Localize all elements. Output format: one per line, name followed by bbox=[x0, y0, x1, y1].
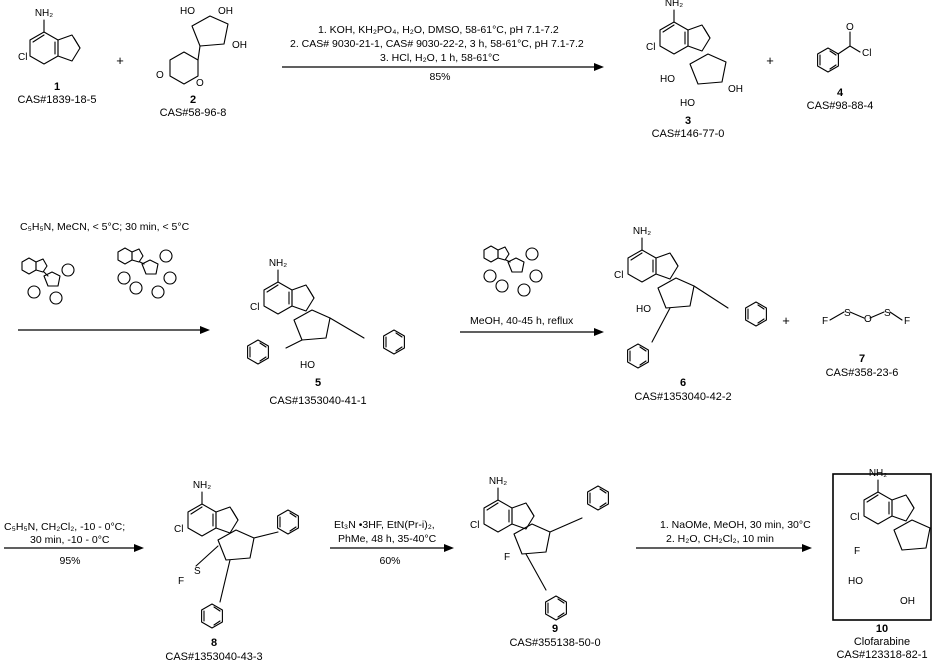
amine-label: NH₂ bbox=[35, 8, 53, 19]
step1-condition-2: 2. CAS# 9030-21-1, CAS# 9030-22-2, 3 h, … bbox=[290, 38, 584, 50]
compound-3-number: 3 bbox=[685, 115, 691, 127]
sulfur-label: S bbox=[194, 566, 201, 577]
compound-7-number: 7 bbox=[859, 353, 865, 365]
compound-2-cas: CAS#58-96-8 bbox=[160, 107, 227, 119]
oxygen-label: O bbox=[846, 22, 854, 33]
compound-8-number: 8 bbox=[211, 637, 217, 649]
oxygen-label: O bbox=[156, 70, 164, 81]
compound-6-cas: CAS#1353040-42-2 bbox=[634, 391, 731, 403]
step5-condition-2: PhMe, 48 h, 35-40°C bbox=[338, 533, 437, 545]
amine-label: NH₂ bbox=[193, 480, 211, 491]
arrow-head-3 bbox=[594, 328, 604, 336]
compound-7-structure: S S O F F bbox=[822, 308, 910, 327]
hydroxy-label: HO bbox=[680, 98, 695, 109]
chlorine-label: Cl bbox=[646, 42, 655, 53]
amine-label: NH₂ bbox=[665, 0, 683, 9]
compound-5-cas: CAS#1353040-41-1 bbox=[269, 395, 366, 407]
hydroxy-label: OH bbox=[728, 84, 743, 95]
compound-7-cas: CAS#358-23-6 bbox=[826, 367, 899, 379]
compound-10-number: 10 bbox=[876, 623, 888, 635]
compound-9-structure: NH₂ Cl F bbox=[470, 476, 609, 621]
chlorine-label: Cl bbox=[250, 302, 259, 313]
step6-condition-1: 1. NaOMe, MeOH, 30 min, 30°C bbox=[660, 519, 811, 531]
compound-4-cas: CAS#98-88-4 bbox=[807, 100, 874, 112]
compound-1-structure: NH₂ Cl bbox=[18, 8, 81, 65]
compound-9-number: 9 bbox=[552, 623, 558, 635]
arrow-head-4 bbox=[134, 544, 144, 552]
compound-2-number: 2 bbox=[190, 94, 196, 106]
chlorine-label: Cl bbox=[862, 48, 871, 59]
chlorine-label: Cl bbox=[470, 520, 479, 531]
compound-2-structure: HO OH OH O O bbox=[156, 6, 247, 89]
final-product-box bbox=[832, 473, 932, 621]
compound-10-cas: CAS#123318-82-1 bbox=[836, 649, 927, 661]
step4-condition-1: C₅H₅N, CH₂Cl₂, -10 - 0°C; bbox=[4, 521, 125, 533]
compound-6-number: 6 bbox=[680, 377, 686, 389]
compound-10-name: Clofarabine bbox=[854, 636, 910, 648]
plus-sign: + bbox=[116, 53, 124, 68]
sulfur-label: S bbox=[844, 308, 851, 319]
compound-5-structure: NH₂ Cl HO bbox=[247, 258, 405, 371]
fluorine-label: F bbox=[854, 546, 860, 557]
oxygen-label: O bbox=[196, 78, 204, 89]
step2-intermediate-sketch-a bbox=[21, 257, 75, 305]
hydroxy-label: HO bbox=[848, 576, 863, 587]
step1-condition-3: 3. HCl, H₂O, 1 h, 58-61°C bbox=[380, 52, 500, 64]
fluorine-label: F bbox=[504, 552, 510, 563]
chlorine-label: Cl bbox=[614, 270, 623, 281]
compound-9-cas: CAS#355138-50-0 bbox=[509, 637, 600, 649]
plus-sign: + bbox=[766, 53, 774, 68]
compound-1-cas: CAS#1839-18-5 bbox=[18, 94, 97, 106]
compound-3-cas: CAS#146-77-0 bbox=[652, 128, 725, 140]
step5-condition-1: Et₃N •3HF, EtN(Pr-i)₂, bbox=[334, 519, 435, 531]
step2-conditions: C₅H₅N, MeCN, < 5°C; 30 min, < 5°C bbox=[20, 221, 190, 233]
hydroxy-label: OH bbox=[900, 596, 915, 607]
compound-6-structure: NH₂ Cl HO bbox=[614, 226, 767, 369]
step3-conditions: MeOH, 40-45 h, reflux bbox=[470, 315, 574, 327]
compound-3-structure: NH₂ Cl HO HO OH bbox=[646, 0, 743, 109]
amine-label: NH₂ bbox=[489, 476, 507, 487]
hydroxy-label: OH bbox=[232, 40, 247, 51]
chlorine-label: Cl bbox=[174, 524, 183, 535]
step1-condition-1: 1. KOH, KH₂PO₄, H₂O, DMSO, 58-61°C, pH 7… bbox=[318, 24, 559, 36]
step2-intermediate-sketch-b bbox=[117, 247, 177, 299]
sulfur-label: S bbox=[884, 308, 891, 319]
step4-yield: 95% bbox=[59, 555, 80, 567]
hydroxy-label: HO bbox=[660, 74, 675, 85]
compound-8-structure: NH₂ Cl S F bbox=[174, 480, 299, 629]
compound-5-number: 5 bbox=[315, 377, 321, 389]
arrow-head-1 bbox=[594, 63, 604, 71]
chlorine-label: Cl bbox=[18, 52, 27, 63]
compound-4-number: 4 bbox=[837, 87, 844, 99]
hydroxy-label: HO bbox=[180, 6, 195, 17]
hydroxy-label: HO bbox=[300, 360, 315, 371]
fluorine-label: F bbox=[822, 316, 828, 327]
step5-yield: 60% bbox=[379, 555, 400, 567]
arrow-head-5 bbox=[444, 544, 454, 552]
hydroxy-label: OH bbox=[218, 6, 233, 17]
amine-label: NH₂ bbox=[269, 258, 287, 269]
compound-8-cas: CAS#1353040-43-3 bbox=[165, 651, 262, 663]
step4-condition-2: 30 min, -10 - 0°C bbox=[30, 534, 110, 546]
compound-1-number: 1 bbox=[54, 81, 60, 93]
amine-label: NH₂ bbox=[869, 468, 887, 479]
plus-sign: + bbox=[782, 313, 790, 328]
chlorine-label: Cl bbox=[850, 512, 859, 523]
fluorine-label: F bbox=[904, 316, 910, 327]
amine-label: NH₂ bbox=[633, 226, 651, 237]
compound-10-structure: NH₂ Cl F HO OH bbox=[848, 468, 931, 607]
compound-4-structure: O Cl bbox=[817, 22, 871, 73]
arrow-head-6 bbox=[802, 544, 812, 552]
step1-yield: 85% bbox=[429, 71, 450, 83]
step6-condition-2: 2. H₂O, CH₂Cl₂, 10 min bbox=[666, 533, 774, 545]
step3-reagent-sketch bbox=[483, 245, 543, 297]
oxygen-label: O bbox=[864, 314, 872, 325]
fluorine-label: F bbox=[178, 576, 184, 587]
hydroxy-label: HO bbox=[636, 304, 651, 315]
arrow-head-2 bbox=[200, 326, 210, 334]
